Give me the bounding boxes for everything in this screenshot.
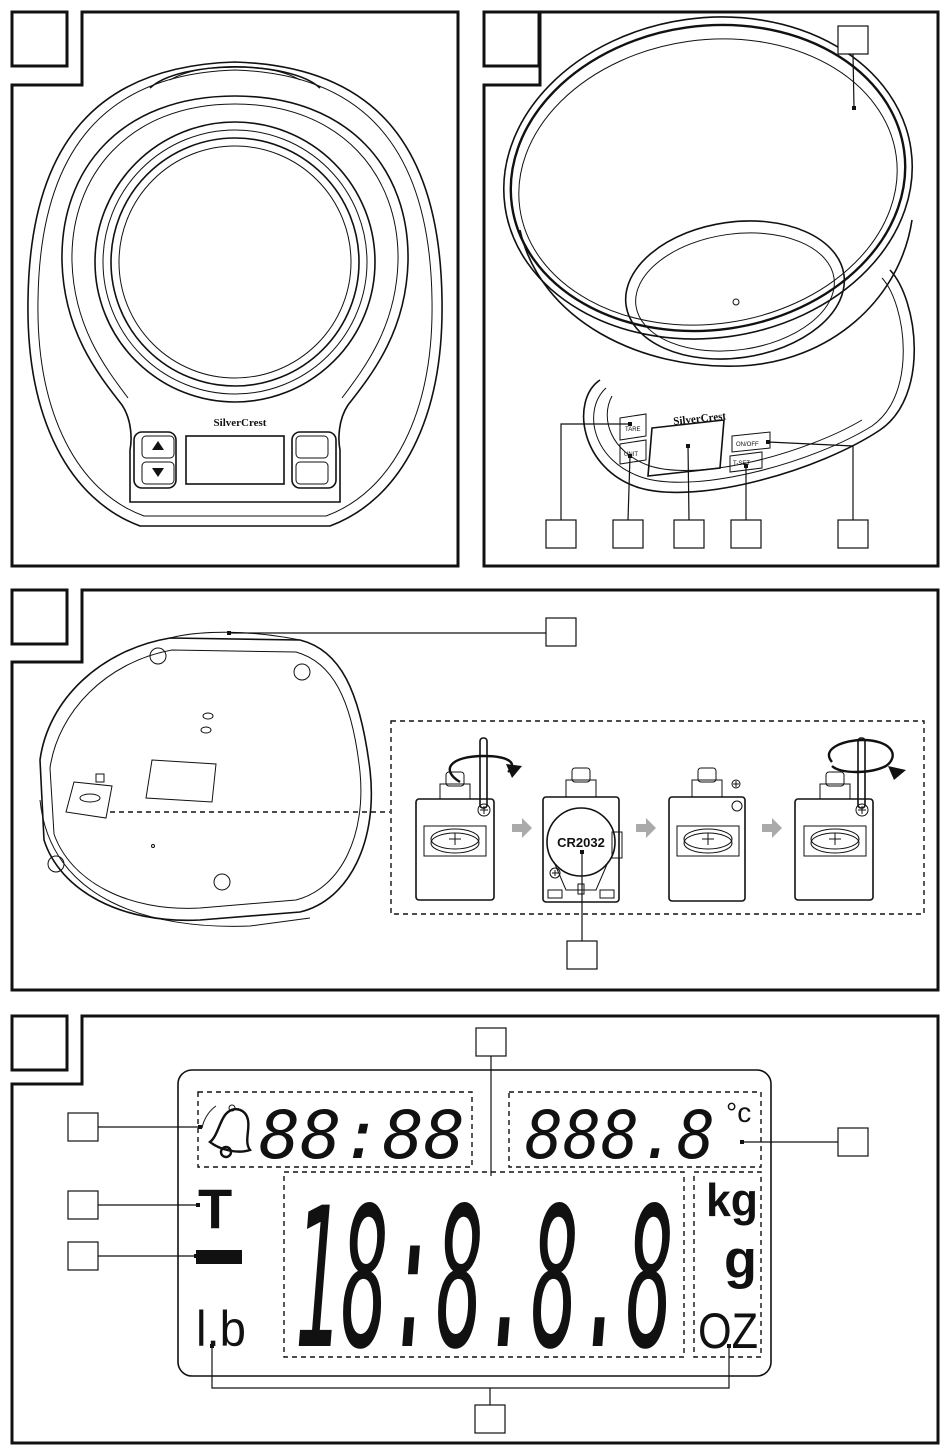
callout-box-temperature [838,1128,868,1156]
step1-unscrew [416,738,522,900]
panel-scale-top-view: SilverCrest [12,12,458,566]
callout-box-alarm [68,1113,98,1141]
callout-box-weight-readout [476,1028,506,1056]
unit-button[interactable]: UNIT [620,440,646,464]
unit-lb: l.b [196,1301,246,1357]
timer-readout: 88:88 [259,1097,465,1174]
scale-frame [62,96,408,502]
callout-box-tare-symbol [68,1191,98,1219]
figure-number-box [12,12,67,66]
screwdriver-icon [480,738,487,808]
weighing-platform [119,146,351,378]
scale-underside-outline [40,638,371,920]
alarm-bell-icon [202,1105,250,1157]
callout-box-battery [567,941,597,969]
bowl-rim [483,0,934,365]
unit-oz: OZ [698,1303,758,1359]
panel-scale-with-bowl: SilverCrest TARE UNIT ON/OFF T-SET [483,0,938,566]
callout-box-display [674,520,704,548]
panel-battery-replacement: CR2032 [12,590,938,990]
figure-number-box [12,590,67,644]
callout-box-onoff [838,520,868,548]
foot [294,664,310,680]
step3-close-cover [669,768,745,901]
weight-readout: 18:8.8.8 [294,1166,674,1392]
step-arrow-icon [762,818,782,838]
step-arrow-icon [636,818,656,838]
arrow-up-icon [152,441,164,450]
tare-button[interactable]: TARE [620,414,646,440]
rotate-arrow-icon [450,756,512,782]
unit-kg: kg [706,1174,758,1226]
battery-cover-small[interactable] [66,774,112,818]
scale-base-outline [584,270,915,492]
figure-number-box [12,1016,67,1070]
right-bottom-button[interactable] [296,462,328,484]
tare-symbol: T [198,1177,232,1240]
onoff-button[interactable]: ON/OFF [732,432,770,452]
callout-box-tare [546,520,576,548]
celsius-unit: °c [726,1097,751,1128]
callout-box-bowl [838,26,868,54]
panel-lcd-display: 88:88 888.8 °c 18:8.8.8 kg g OZ T l.b [12,1016,938,1443]
step4-screw-in [795,738,906,900]
figure-number-box [484,12,539,66]
unit-g: g [724,1230,757,1290]
up-down-button-group[interactable] [134,432,176,488]
weighing-platform-ring [95,122,375,402]
brand-logo: SilverCrest [214,417,267,429]
callout-box-negative [68,1242,98,1270]
bowl-bottom [617,207,854,372]
rotate-arrow-icon [829,740,893,772]
right-top-button[interactable] [296,436,328,458]
callout-box-battery-compartment [546,618,576,646]
battery-type-label: CR2032 [557,835,605,850]
temperature-readout: 888.8 [525,1097,715,1174]
label-plate [146,760,216,802]
foot [214,874,230,890]
callout-box-units [475,1405,505,1433]
battery-cover [795,799,873,900]
scale-body-outline [28,62,442,526]
tare-label: TARE [625,427,641,433]
foot [150,648,166,664]
arrow-down-icon [152,468,164,477]
onoff-label: ON/OFF [736,442,759,448]
battery-steps-detail-box [391,721,924,914]
callout-box-unit [613,520,643,548]
display-window [186,436,284,484]
callout-box-tset [731,520,761,548]
negative-sign [196,1250,242,1264]
right-button-group[interactable] [292,432,336,488]
step-arrow-icon [512,818,532,838]
